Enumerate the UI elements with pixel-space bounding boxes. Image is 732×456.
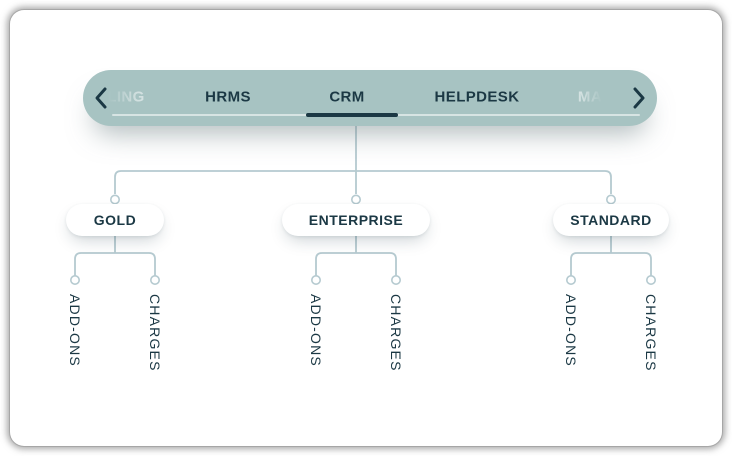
leaf-enterprise-add-ons[interactable]: ADD-ONS	[308, 294, 324, 367]
tab-hrms[interactable]: HRMS	[205, 88, 251, 106]
tab-billing-partial[interactable]: LING	[107, 88, 145, 106]
selected-tab-underline	[306, 113, 398, 117]
chevron-right-icon[interactable]	[631, 85, 647, 111]
tree-connector-lines	[69, 126, 656, 285]
product-tab-carousel: LING HRMS CRM HELPDESK MA	[83, 70, 657, 126]
tab-ma-partial[interactable]: MA	[577, 88, 603, 106]
chevron-right-glyph	[633, 87, 645, 109]
leaf-gold-charges[interactable]: CHARGES	[147, 294, 163, 372]
leaf-gold-add-ons[interactable]: ADD-ONS	[67, 294, 83, 367]
node-enterprise[interactable]: ENTERPRISE	[282, 204, 430, 236]
leaf-enterprise-charges[interactable]: CHARGES	[388, 294, 404, 372]
node-standard[interactable]: STANDARD	[553, 204, 669, 236]
leaf-standard-charges[interactable]: CHARGES	[643, 294, 659, 372]
tab-helpdesk[interactable]: HELPDESK	[434, 88, 520, 106]
tab-crm-selected[interactable]: CRM	[329, 88, 365, 106]
diagram-card: LING HRMS CRM HELPDESK MA GOLD ENTERPRIS…	[10, 10, 722, 446]
node-gold[interactable]: GOLD	[66, 204, 164, 236]
leaf-standard-add-ons[interactable]: ADD-ONS	[563, 294, 579, 367]
chevron-left-glyph	[95, 87, 107, 109]
chevron-left-icon[interactable]	[93, 85, 109, 111]
